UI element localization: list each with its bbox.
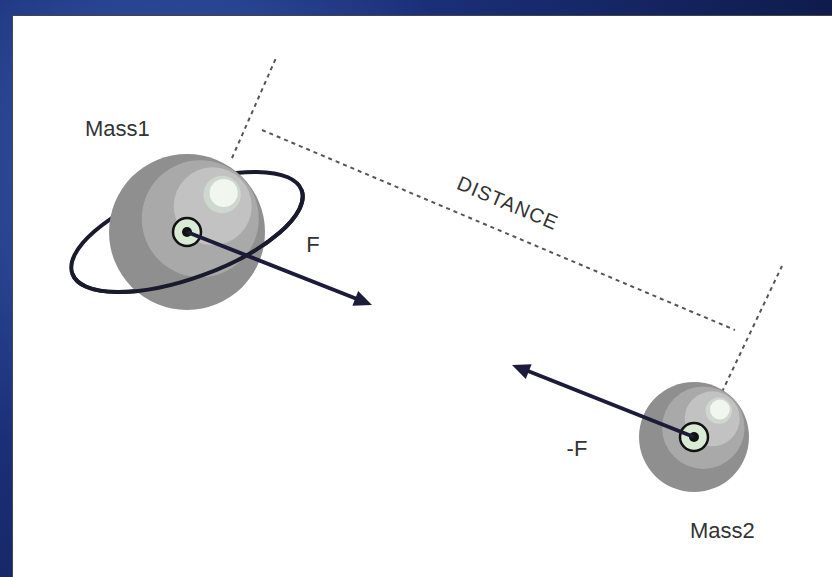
small-mass: Mass2 — [639, 382, 749, 492]
extension-line — [722, 266, 782, 392]
white-panel — [12, 15, 832, 577]
mass-label: Mass1 — [85, 118, 241, 140]
force-label: F — [306, 234, 319, 256]
sphere-drawing — [639, 382, 749, 492]
distance-line — [262, 130, 735, 330]
sphere-drawing — [109, 154, 265, 310]
force-label: -F — [567, 438, 588, 460]
extension-line — [232, 58, 276, 158]
force-label-holder: -F — [567, 438, 588, 460]
force-label-holder: F — [306, 234, 320, 256]
mass-label: Mass2 — [690, 520, 800, 542]
large-mass: Mass1 — [109, 154, 265, 310]
